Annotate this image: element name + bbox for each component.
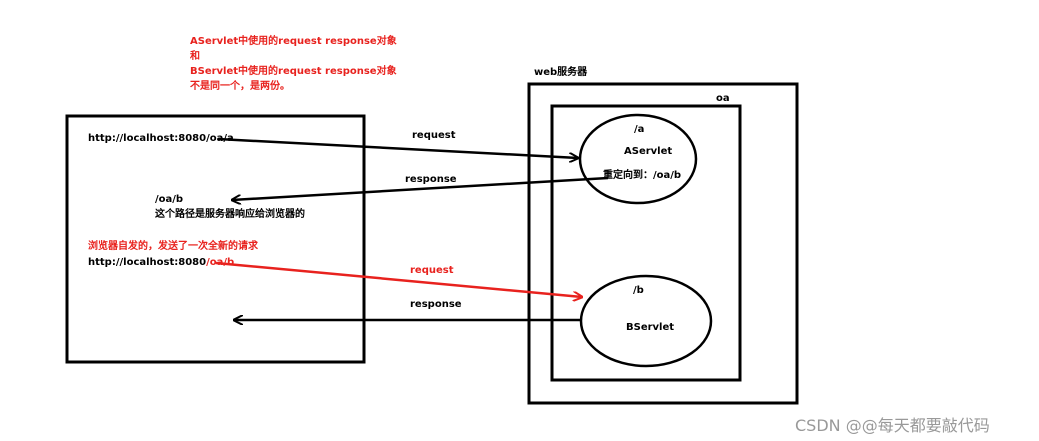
request-label-1: request [412,130,456,141]
request-arrow-1 [217,137,578,158]
oa-app-label: oa [716,93,730,104]
request-arrow-2 [215,261,582,297]
browser-box [65,114,366,364]
url-b: http://localhost:8080/oa/b [88,256,234,270]
servlet-b-path: /b [633,285,644,296]
new-request-desc: 浏览器自发的，发送了一次全新的请求 [88,241,258,252]
aservlet-ellipse [578,113,698,205]
servlet-a-redirect: 重定向到：/oa/b [603,170,682,181]
redirect-path: /oa/b [155,194,184,205]
url-b-suffix: /oa/b [206,257,235,268]
web-server-label: web服务器 [534,67,588,78]
oa-app-box [550,104,742,382]
url-b-prefix: http://localhost:8080 [88,257,207,268]
csdn-watermark: CSDN @@每天都要敲代码 [795,416,990,435]
url-a: http://localhost:8080/oa/a [88,133,234,144]
servlet-a-name: AServlet [624,146,673,157]
response-label-2: response [410,299,462,310]
request-label-2: request [410,265,454,276]
note-line-2: 和 [190,51,200,62]
redirect-desc: 这个路径是服务器响应给浏览器的 [155,209,305,220]
note-line-4: 不是同一个，是两份。 [190,81,290,92]
servlet-b-name: BServlet [626,322,675,333]
note-line-3: BServlet中使用的request response对象 [190,66,397,77]
servlet-a-path: /a [634,124,645,135]
response-arrow-1 [232,176,609,200]
response-label-1: response [405,174,457,185]
web-server-box [527,82,799,405]
note-line-1: AServlet中使用的request response对象 [190,36,397,47]
